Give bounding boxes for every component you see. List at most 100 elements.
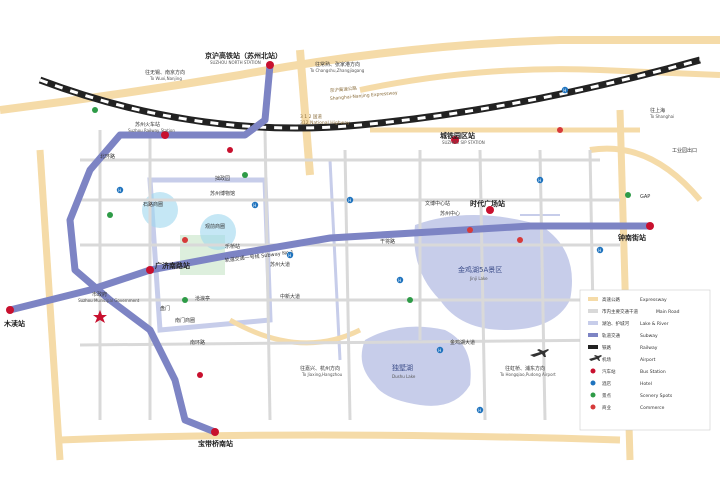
- scenic-icon[interactable]: [182, 297, 188, 303]
- label-suzhou-railway: 苏州火车站: [135, 121, 160, 128]
- label-north-ring: 北环路: [100, 153, 115, 160]
- legend-airport-en: Airport: [640, 357, 656, 363]
- scenic-icon[interactable]: [625, 192, 631, 198]
- legend-scenic-icon: [590, 392, 596, 398]
- station-shidai-marker[interactable]: [486, 206, 494, 214]
- legend-swatch-main-road: [588, 309, 598, 313]
- hotel-icon[interactable]: H: [596, 246, 604, 254]
- legend-main-road-en: Main Road: [656, 309, 680, 315]
- expressway: [359, 66, 720, 93]
- hotel-icon[interactable]: H: [561, 86, 569, 94]
- label-to-changshu-en: To Changshu,Zhangjiagang: [309, 68, 365, 73]
- commerce-icon[interactable]: [182, 237, 188, 243]
- expressway: [36, 149, 64, 461]
- label-suzhou-center: 苏州中心: [440, 210, 460, 217]
- legend-airport-cn: 机场: [602, 356, 611, 363]
- svg-text:H: H: [118, 188, 121, 193]
- label-suzhou-north-en: SUZHOU NORTH STATION: [210, 60, 261, 65]
- svg-text:H: H: [478, 408, 481, 413]
- expressway: [0, 36, 720, 114]
- label-gov: 市政府: [92, 291, 107, 298]
- legend-airport-icon: [589, 355, 602, 361]
- svg-text:H: H: [598, 248, 601, 253]
- label-to-jiaxing: 往嘉兴、杭州方向: [300, 365, 340, 372]
- airplane-icon: [530, 349, 549, 357]
- hotel-icon[interactable]: H: [436, 346, 444, 354]
- moat: [147, 177, 273, 333]
- svg-text:H: H: [253, 203, 256, 208]
- legend-main-road-cn: 市内主要交通干道: [602, 308, 638, 315]
- station-suzhou-north-marker[interactable]: [266, 61, 274, 69]
- label-to-wuxi: 往无锡、南京方向: [145, 69, 185, 76]
- legend-commerce-icon: [590, 404, 596, 410]
- label-highway: 京沪高速公路: [330, 85, 358, 94]
- label-to-shanghai: 往上海: [650, 107, 665, 114]
- label-suzhou-north: 京沪高铁站（苏州北站）: [205, 51, 282, 60]
- legend-bus-en: Bus Station: [640, 369, 666, 375]
- station-mudu-marker[interactable]: [6, 306, 14, 314]
- legend-bus-icon: [590, 368, 596, 374]
- label-panmen: 盘门: [160, 305, 170, 312]
- label-nanhuan: 南环路: [190, 339, 205, 346]
- legend-swatch-railway: [588, 345, 598, 349]
- label-312-en: 312 National Highway: [300, 120, 350, 126]
- scenic-icon[interactable]: [242, 172, 248, 178]
- label-industrial-exit: 工业园出口: [672, 147, 697, 154]
- commerce-icon[interactable]: [557, 127, 563, 133]
- legend-scenic-cn: 景点: [602, 393, 611, 399]
- label-to-hongqiao: 往虹桥、浦东方向: [505, 365, 545, 372]
- poi-markers: H H H H H H H H H H: [92, 86, 631, 414]
- legend-hotel-icon: [590, 380, 596, 386]
- station-zhongnan-marker[interactable]: [646, 222, 654, 230]
- legend-water-cn: 湖泊、护城河: [602, 320, 629, 327]
- legend: 高速公路 Expressway 市内主要交通干道 Main Road 湖泊、护城…: [579, 289, 711, 431]
- label-mudu: 木渎站: [3, 319, 25, 328]
- expressway: [589, 145, 703, 202]
- station-baodaiqiao-marker[interactable]: [211, 428, 219, 436]
- label-chengtie: 城铁园区站: [440, 131, 475, 140]
- legend-hotel-en: Hotel: [640, 381, 652, 387]
- hotel-icon[interactable]: H: [536, 176, 544, 184]
- station-suzhou-railway-marker[interactable]: [161, 131, 169, 139]
- hotel-icon[interactable]: H: [346, 196, 354, 204]
- legend-scenic-en: Scenery Spots: [640, 393, 673, 399]
- commerce-icon[interactable]: [467, 227, 473, 233]
- label-highway-en: Shanghai-Nanjing Expressway: [330, 90, 399, 102]
- legend-subway-en: Subway: [640, 333, 658, 339]
- scenic-icon[interactable]: [407, 297, 413, 303]
- label-dushu-lake: 独墅湖: [392, 363, 413, 372]
- railway-dash: [39, 58, 701, 130]
- label-ganjiang: 干将路: [380, 238, 395, 245]
- legend-bus-cn: 汽车站: [602, 368, 616, 375]
- bus-station-icon[interactable]: [197, 372, 203, 378]
- label-leqiao: 乐桥站: [225, 243, 240, 250]
- hotel-icon[interactable]: H: [286, 251, 294, 259]
- label-chengtie-en: SUZHOU SIP STATION: [442, 140, 485, 145]
- label-to-shanghai-en: To Shanghai: [649, 114, 674, 119]
- scenic-icon[interactable]: [92, 107, 98, 113]
- station-guangjinan-marker[interactable]: [146, 266, 154, 274]
- legend-water-en: Lake & River: [640, 321, 669, 327]
- legend-expressway-cn: 高速公路: [602, 296, 620, 303]
- label-shilu: 石路商圈: [143, 201, 163, 208]
- subway-line-2: [66, 61, 274, 436]
- svg-text:H: H: [398, 278, 401, 283]
- legend-box: [579, 289, 711, 431]
- label-jinji-lake-en: Jinji Lake: [469, 276, 488, 281]
- svg-text:H: H: [288, 253, 291, 258]
- label-jinji-ave: 金鸡湖大道: [450, 339, 475, 346]
- commerce-icon[interactable]: [517, 237, 523, 243]
- gov-star-icon: [93, 310, 107, 323]
- hotel-icon[interactable]: H: [396, 276, 404, 284]
- label-south-gate: 南门商圈: [175, 317, 195, 324]
- label-zhongnan: 钟南街站: [618, 233, 646, 242]
- bus-station-icon[interactable]: [227, 147, 233, 153]
- hotel-icon[interactable]: H: [476, 406, 484, 414]
- label-museum: 苏州博物馆: [210, 190, 235, 197]
- label-humble-garden: 拙政园: [215, 175, 230, 182]
- hotel-icon[interactable]: H: [251, 201, 259, 209]
- label-to-changshu: 往常熟、张家港方向: [315, 61, 360, 68]
- hotel-icon[interactable]: H: [116, 186, 124, 194]
- scenic-icon[interactable]: [107, 212, 113, 218]
- station-chengtie-marker[interactable]: [451, 136, 459, 144]
